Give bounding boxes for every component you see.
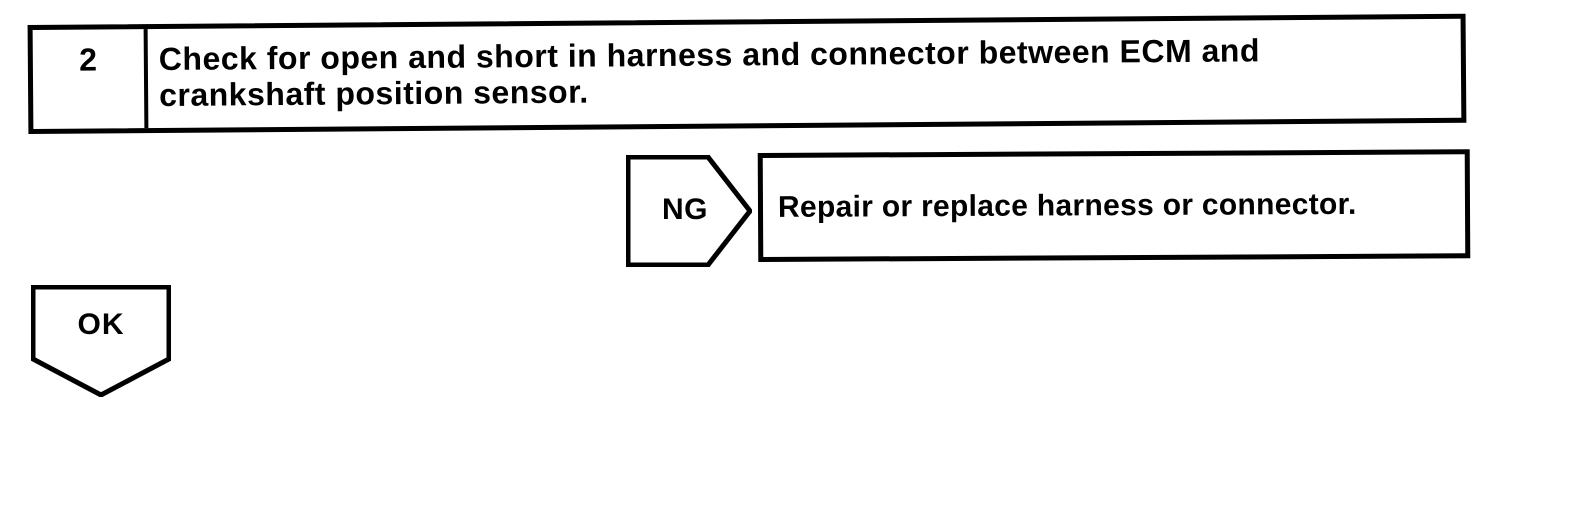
ng-pentagon-outline: [626, 155, 752, 267]
ng-label: NG: [662, 193, 708, 226]
ok-pointer-shape: [31, 285, 171, 397]
ok-pentagon-outline: [31, 285, 171, 397]
ng-action-text: Repair or replace harness or connector.: [777, 187, 1357, 224]
step-instruction: Check for open and short in harness and …: [148, 19, 1462, 128]
ng-action-box: Repair or replace harness or connector.: [757, 149, 1471, 262]
ng-pointer-shape: [626, 155, 752, 267]
step-number: 2: [32, 29, 149, 129]
ok-label: OK: [77, 308, 125, 341]
step-box: 2 Check for open and short in harness an…: [27, 13, 1467, 134]
